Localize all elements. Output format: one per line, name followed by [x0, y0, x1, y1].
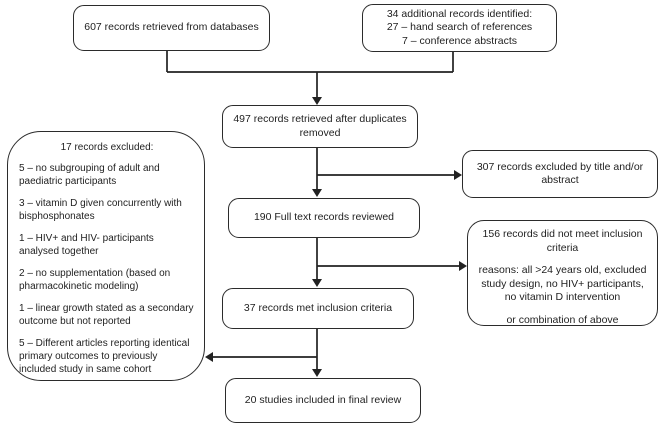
box-text-line1: 34 additional records identified: [386, 7, 533, 20]
box-text-line2: 27 – hand search of references [386, 21, 533, 34]
box-text: 307 records excluded by title and/or abs… [476, 160, 644, 187]
excluded-item: 2 – no supplementation (based on pharmac… [19, 268, 171, 292]
box-text-line2: reasons: all >24 years old, excluded stu… [478, 264, 647, 303]
arrowhead-into-307 [454, 170, 462, 180]
connector-497-190 [316, 148, 454, 190]
box-text: 37 records met inclusion criteria [243, 301, 393, 314]
box-text: 497 records retrieved after duplicates r… [233, 113, 407, 139]
box-full-text-reviewed: 190 Full text records reviewed [228, 198, 420, 238]
connector-190-37 [316, 238, 459, 280]
excluded-item: 1 – HIV+ and HIV- participants analysed … [19, 233, 154, 257]
excluded-item: 5 – no subgrouping of adult and paediatr… [19, 163, 160, 187]
connector-37-20 [213, 329, 318, 370]
arrowhead-into-20 [312, 369, 322, 377]
box-17-records-excluded: 17 records excluded: 5 – no subgrouping … [7, 131, 205, 381]
box-included-final-review: 20 studies included in final review [225, 378, 421, 423]
box-met-inclusion-criteria: 37 records met inclusion criteria [222, 288, 414, 329]
arrowhead-into-497 [312, 97, 322, 105]
box-excluded-by-title-abstract: 307 records excluded by title and/or abs… [462, 150, 658, 198]
box-text: 190 Full text records reviewed [253, 211, 395, 224]
box-text-line1: 156 records did not meet inclusion crite… [482, 228, 643, 254]
box-text-line3: 7 – conference abstracts [402, 34, 517, 47]
excluded-title: 17 records excluded: [60, 142, 154, 153]
excluded-item: 5 – Different articles reporting identic… [19, 338, 190, 375]
arrowhead-into-37 [312, 279, 322, 287]
box-additional-records: 34 additional records identified: 27 – h… [362, 4, 557, 52]
connector-top-merge [166, 51, 454, 99]
box-text: 607 records retrieved from databases [84, 21, 259, 34]
arrowhead-into-17-excluded [205, 352, 213, 362]
box-text: 20 studies included in final review [244, 393, 402, 406]
excluded-item: 1 – linear growth stated as a secondary … [19, 303, 194, 327]
box-did-not-meet-inclusion: 156 records did not meet inclusion crite… [467, 220, 658, 326]
box-after-duplicates-removed: 497 records retrieved after duplicates r… [222, 105, 418, 148]
arrowhead-into-156 [459, 261, 467, 271]
arrowhead-into-190 [312, 189, 322, 197]
excluded-item: 3 – vitamin D given concurrently with bi… [19, 198, 182, 222]
box-text-line3: or combination of above [506, 313, 619, 326]
box-records-from-databases: 607 records retrieved from databases [73, 5, 270, 51]
